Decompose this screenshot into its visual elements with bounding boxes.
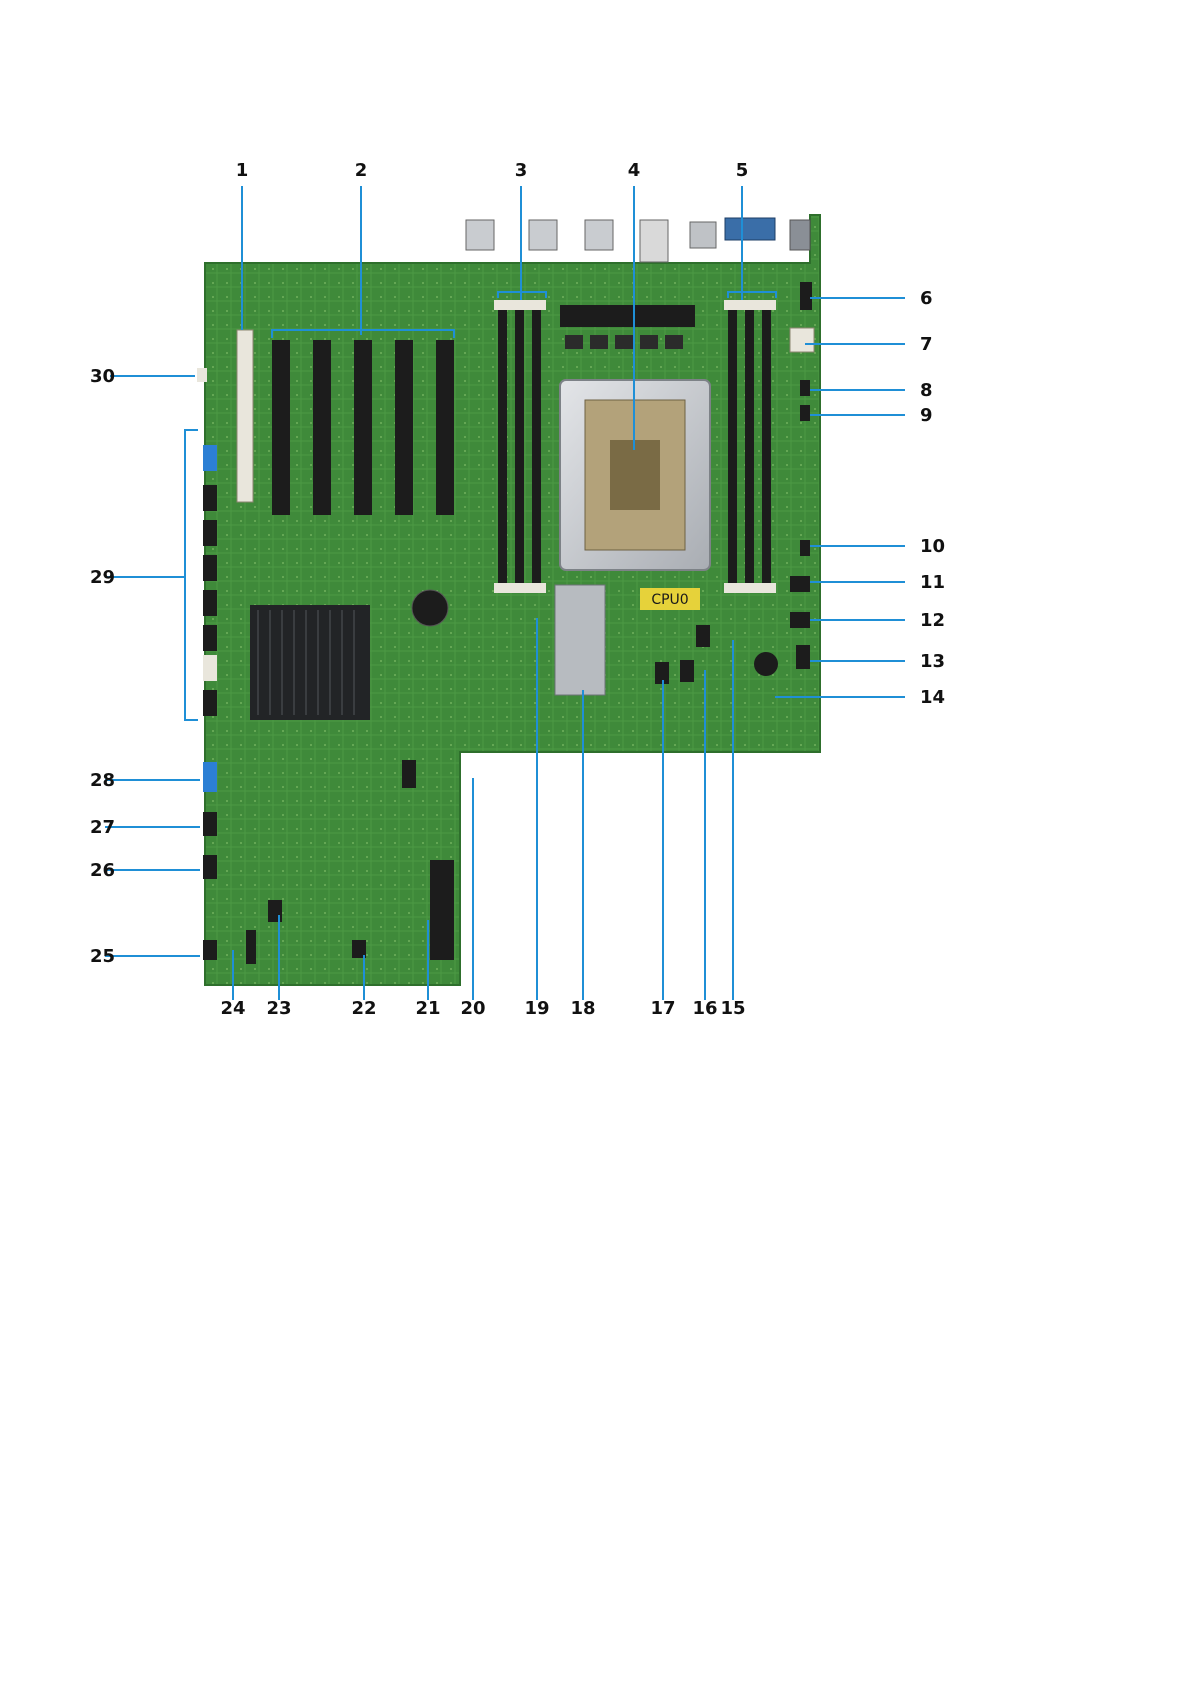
vrm-inductors <box>565 335 683 349</box>
callout-12: 12 <box>920 610 945 631</box>
sata-connector <box>203 690 217 716</box>
dimm-slot <box>498 305 507 590</box>
dimm-slot <box>762 305 771 590</box>
dimm-latches <box>724 300 776 310</box>
callout-16: 16 <box>692 998 717 1019</box>
display-port <box>690 222 716 248</box>
dimm-slot <box>515 305 524 590</box>
sata-connector <box>790 576 810 592</box>
fan-header <box>800 540 810 556</box>
sata-bracket <box>185 430 198 720</box>
ethernet-port <box>640 220 668 262</box>
sata-connector <box>203 520 217 546</box>
callout-21: 21 <box>415 998 440 1019</box>
callout-10: 10 <box>920 536 945 557</box>
socket-center <box>610 440 660 510</box>
cpu-marking: CPU0 <box>651 592 688 608</box>
m2-slot-area <box>555 585 605 695</box>
pci-slot <box>237 330 253 502</box>
callout-17: 17 <box>650 998 675 1019</box>
sata-connector <box>203 655 217 681</box>
sata-connector <box>203 590 217 616</box>
callout-7: 7 <box>920 334 933 355</box>
sata-connector <box>203 445 217 471</box>
chipset-heatsink <box>250 605 370 720</box>
callout-18: 18 <box>570 998 595 1019</box>
serial-port <box>725 218 775 240</box>
dimm-slot <box>745 305 754 590</box>
header-connector <box>796 645 810 669</box>
usb-header <box>203 762 217 792</box>
memory-slots-right <box>724 300 776 593</box>
callout-11: 11 <box>920 572 945 593</box>
header-connector <box>203 940 217 960</box>
callout-6: 6 <box>920 288 933 309</box>
callout-19: 19 <box>524 998 549 1019</box>
callout-29: 29 <box>90 567 115 588</box>
header-connector <box>203 812 217 836</box>
callout-14: 14 <box>920 687 945 708</box>
callout-4: 4 <box>628 160 641 181</box>
fan-header <box>800 405 810 421</box>
fan-header <box>800 380 810 396</box>
atx-power-connector <box>430 860 454 960</box>
callout-26: 26 <box>90 860 115 881</box>
sata-connector <box>790 612 810 628</box>
callout-20: 20 <box>460 998 485 1019</box>
sata-connector-column <box>203 445 217 716</box>
callout-24: 24 <box>220 998 245 1019</box>
callout-15: 15 <box>720 998 745 1019</box>
dimm-latches <box>494 300 546 310</box>
callout-9: 9 <box>920 405 933 426</box>
usb-port <box>466 220 494 250</box>
callout-13: 13 <box>920 651 945 672</box>
callout-5: 5 <box>736 160 749 181</box>
pcie-slot <box>354 340 372 515</box>
callout-23: 23 <box>266 998 291 1019</box>
dimm-slot <box>532 305 541 590</box>
callout-27: 27 <box>90 817 115 838</box>
dimm-latches <box>494 583 546 593</box>
header-connector <box>203 855 217 879</box>
header-connector <box>800 282 812 310</box>
callout-8: 8 <box>920 380 933 401</box>
pcie-slot <box>436 340 454 515</box>
callout-28: 28 <box>90 770 115 791</box>
coin-cell-battery <box>412 590 448 626</box>
callout-3: 3 <box>515 160 528 181</box>
callout-22: 22 <box>351 998 376 1019</box>
header-connector <box>696 625 710 647</box>
dimm-latches <box>724 583 776 593</box>
pcie-slot <box>313 340 331 515</box>
header-connector <box>680 660 694 682</box>
power-connector <box>790 328 814 352</box>
header-connector <box>246 930 256 964</box>
usb-port <box>585 220 613 250</box>
audio-jack <box>790 220 810 250</box>
vrm-heatsink <box>560 305 695 327</box>
callout-25: 25 <box>90 946 115 967</box>
sata-connector <box>203 555 217 581</box>
intrusion-switch-header <box>197 368 207 382</box>
speaker <box>754 652 778 676</box>
header-connector <box>402 760 416 788</box>
sata-connector <box>203 625 217 651</box>
pcie-slot <box>272 340 290 515</box>
callout-2: 2 <box>355 160 368 181</box>
usb-port <box>529 220 557 250</box>
rear-io-connectors <box>466 218 810 262</box>
memory-slots-left <box>494 300 546 593</box>
callout-1: 1 <box>236 160 249 181</box>
callout-30: 30 <box>90 366 115 387</box>
pcie-slot <box>395 340 413 515</box>
sata-connector <box>203 485 217 511</box>
dimm-slot <box>728 305 737 590</box>
